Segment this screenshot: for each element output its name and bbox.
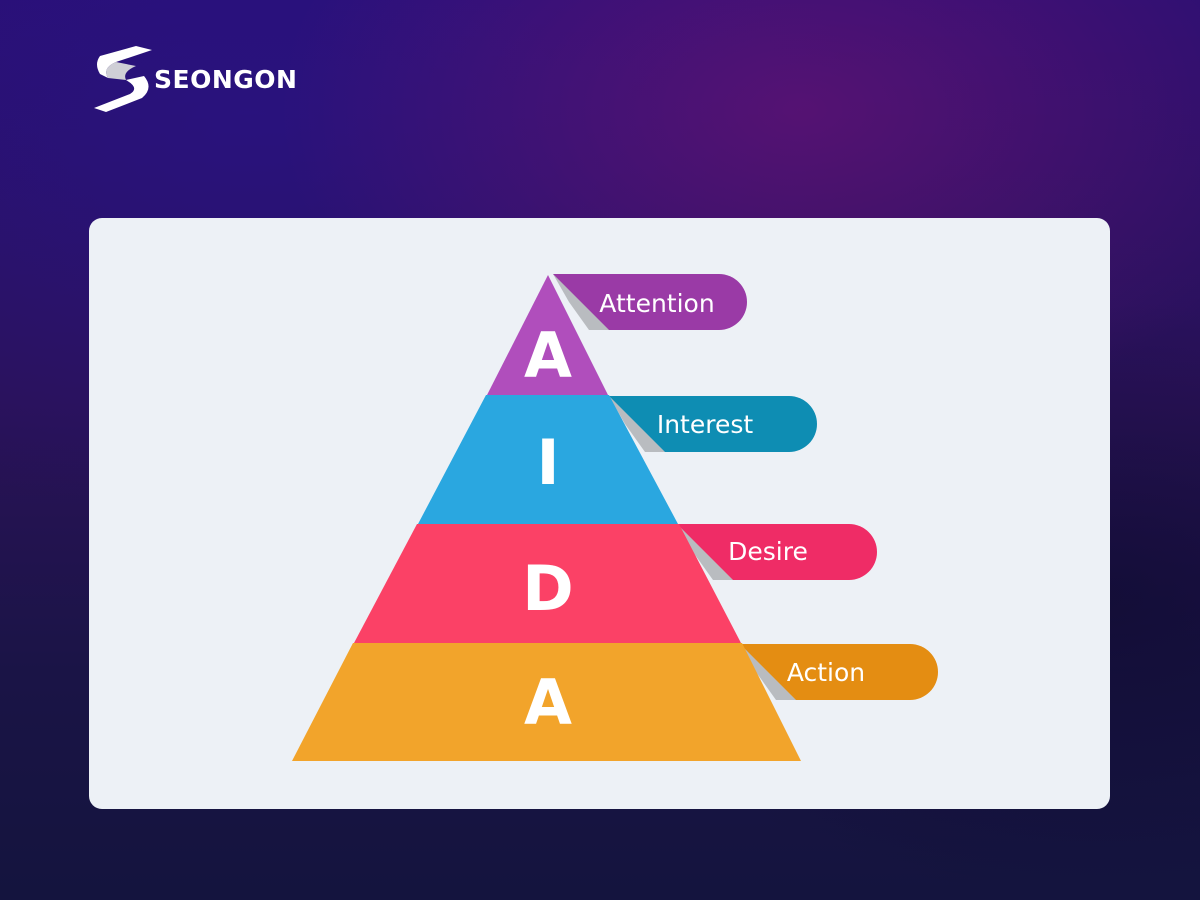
stage-attention-label: Attention xyxy=(599,289,714,318)
stage-desire-layer xyxy=(354,524,741,643)
stage-interest-label: Interest xyxy=(657,410,754,439)
stage-desire-label-pill xyxy=(677,524,877,580)
stage-attention-label-pill xyxy=(553,274,747,330)
stage-desire-label: Desire xyxy=(728,537,808,566)
s-ribbon-icon xyxy=(94,46,152,112)
stage-interest-label-pill xyxy=(609,396,817,452)
stage-attention-letter: A xyxy=(524,319,572,392)
brand-name: SEONGON xyxy=(154,64,298,94)
stage-desire-fold-shadow xyxy=(677,524,733,580)
stage-action-label: Action xyxy=(787,658,865,687)
stage-interest: I Interest xyxy=(418,395,817,524)
stage-desire-letter: D xyxy=(522,552,573,625)
stage-interest-letter: I xyxy=(536,426,559,499)
stage-attention-layer xyxy=(487,275,608,395)
stage-action-layer xyxy=(292,643,801,761)
stage-action-label-pill xyxy=(740,644,938,700)
stage-interest-layer xyxy=(418,395,678,524)
brand-logo: SEONGON xyxy=(92,44,297,114)
diagram-card: A Attention I Interest D Desire A Action xyxy=(89,218,1110,809)
stage-desire: D Desire xyxy=(354,524,877,643)
stage-action: A Action xyxy=(292,643,938,761)
stage-attention-fold-shadow xyxy=(553,274,609,330)
stage-interest-fold-shadow xyxy=(609,396,665,452)
stage-action-fold-shadow xyxy=(740,644,796,700)
stage-attention: A Attention xyxy=(487,274,747,395)
aida-pyramid-diagram: A Attention I Interest D Desire A Action xyxy=(292,274,938,761)
stage-action-letter: A xyxy=(524,666,572,739)
